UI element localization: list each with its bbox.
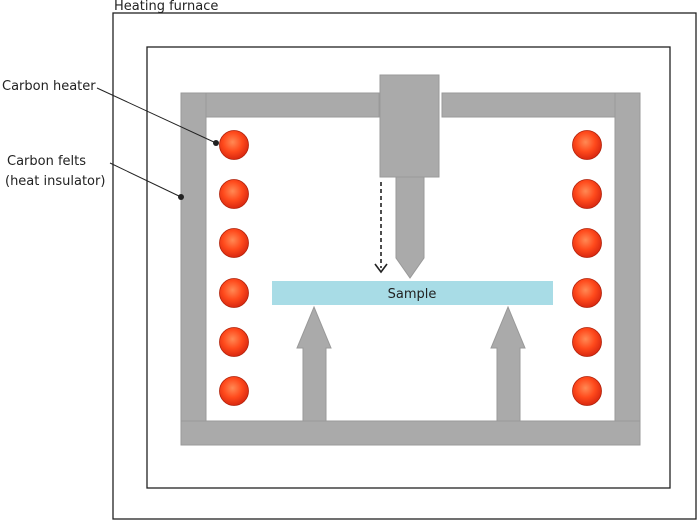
support-arrow-left xyxy=(296,305,332,422)
heater-leader xyxy=(96,87,217,144)
heater-left-1 xyxy=(219,130,249,160)
felt-top-right xyxy=(441,92,641,118)
carbon-felts xyxy=(180,92,641,446)
felt-bottom xyxy=(180,420,641,446)
press-rod xyxy=(379,74,440,279)
felt-left xyxy=(180,92,207,446)
support-arrow-right xyxy=(490,305,526,422)
sample-label: Sample xyxy=(388,287,437,302)
heater-right-3 xyxy=(572,228,602,258)
descent-arrow-head xyxy=(374,263,388,274)
heater-leader-dot xyxy=(213,140,219,146)
sample-plate xyxy=(272,281,553,305)
chamber-box xyxy=(146,46,671,489)
heater-right-6 xyxy=(572,376,602,406)
felts-leader xyxy=(109,162,182,198)
heater-left-5 xyxy=(219,327,249,357)
heater-left-2 xyxy=(219,179,249,209)
heater-label: Carbon heater xyxy=(2,79,96,94)
support-arrows xyxy=(296,305,526,422)
heater-right-5 xyxy=(572,327,602,357)
heater-left-3 xyxy=(219,228,249,258)
felt-right xyxy=(614,92,641,446)
heaters-right xyxy=(572,130,602,406)
heater-left-4 xyxy=(219,278,249,308)
press-tip xyxy=(395,176,425,279)
felts-leader-dot xyxy=(178,194,184,200)
heater-left-6 xyxy=(219,376,249,406)
felt-top-left xyxy=(180,92,380,118)
furnace-label: Heating furnace xyxy=(114,0,218,14)
felts-label-line2: (heat insulator) xyxy=(5,174,105,189)
furnace-outer-box xyxy=(112,12,697,520)
heater-right-1 xyxy=(572,130,602,160)
press-head xyxy=(379,74,440,178)
heaters-left xyxy=(219,130,249,406)
heater-right-4 xyxy=(572,278,602,308)
felts-label-line1: Carbon felts xyxy=(7,154,86,169)
heater-right-2 xyxy=(572,179,602,209)
